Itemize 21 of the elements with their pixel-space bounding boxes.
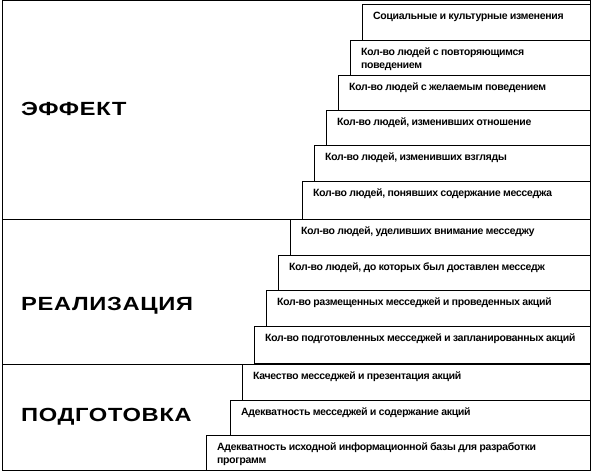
step-text: Кол-во людей с повторяющимся поведением [361,46,525,72]
step-box [362,4,591,41]
step-text: Кол-во людей с желаемым поведением [349,81,547,94]
step-text: Кол-во размещенных месседжей и проведенных акций [277,296,552,309]
step-text: Кол-во людей, уделивших внимание месседжу [301,225,536,238]
step-text: Кол-во людей, до которых был доставлен месседж [289,261,546,274]
stage-band [2,364,591,471]
step-text: Кол-во людей, понявших содержание месседжа [313,187,553,200]
step-text: Кол-во подготовленных месседжей и запланированных акций [265,332,576,345]
stage-title: ЭФФЕКТ [21,99,128,121]
stage-band [2,0,591,220]
step-box [254,326,591,364]
stage-band [2,219,591,365]
step-text: Адекватность исходной информационной базы для разработки программ [217,441,537,467]
step-text: Кол-во людей, изменивших отношение [337,116,532,129]
step-text: Качество месседжей и презентация акций [253,370,462,383]
step-text: Адекватность месседжей и содержание акций [241,406,472,419]
step-text: Кол-во людей, изменивших взгляды [325,151,508,164]
stage-title: РЕАЛИЗАЦИЯ [21,294,194,316]
stage-title: ПОДГОТОВКА [21,405,192,427]
step-text: Социальные и культурные изменения [373,10,564,23]
